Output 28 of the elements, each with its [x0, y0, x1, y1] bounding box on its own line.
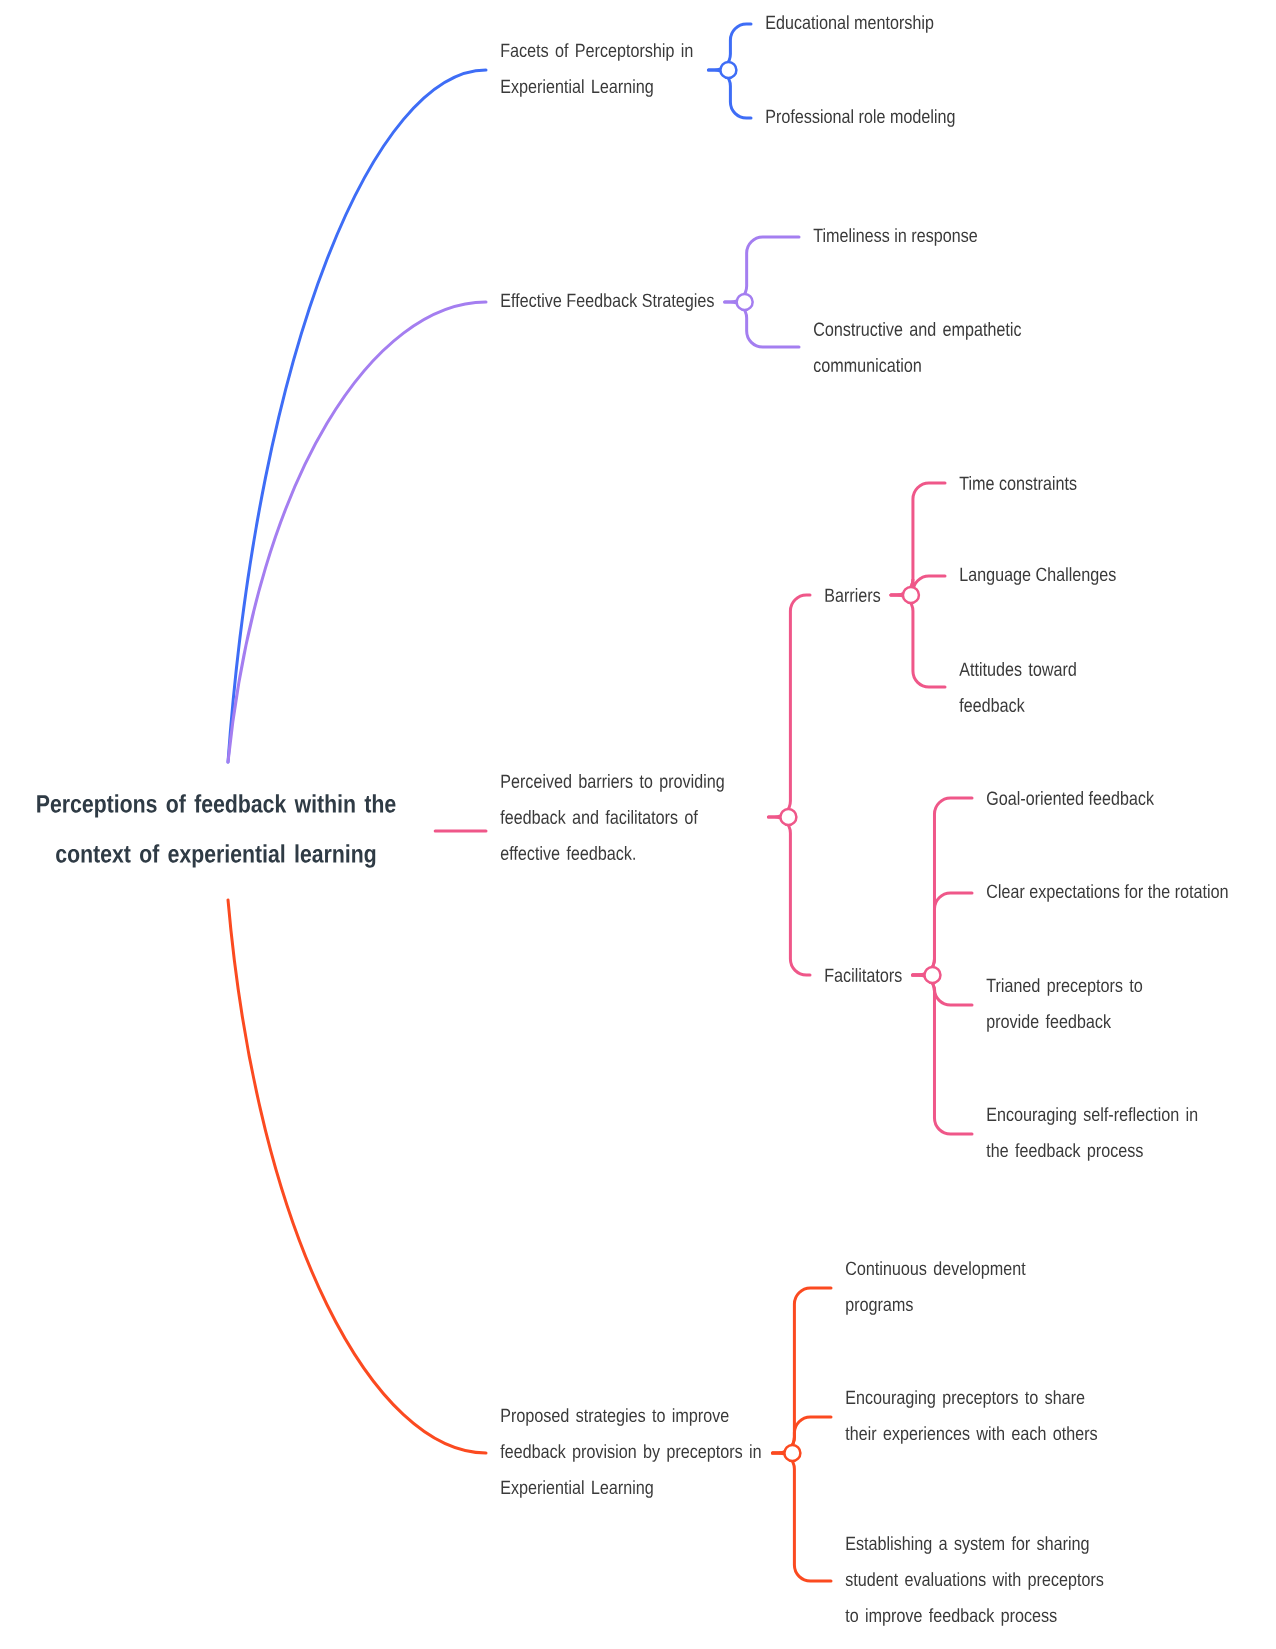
topic-text: Establishing a system for sharing student evaluations with preceptors to improve feedback process [845, 1536, 1104, 1626]
branch-line [226, 898, 488, 1455]
topic-text: Timeliness in response [813, 228, 977, 246]
topic-text: Encouraging self-reflection in the feedback process [986, 1107, 1198, 1161]
topic-text: Continuous development programs [846, 1261, 1026, 1315]
topic-text: Facilitators [825, 968, 902, 982]
branch-line [226, 300, 488, 764]
topic-text: Trianed preceptors to provide feedback [986, 978, 1143, 1032]
topic-text: Facets of Perceptorship in Experiential Learning [501, 43, 693, 97]
topic-text: Effective Feedback Strategies [501, 293, 714, 311]
branch-line [433, 829, 488, 833]
topic-text: Proposed strategies to improve feedback provision by preceptors in Experiential Learning [500, 1408, 761, 1498]
topic-text: Perceived barriers to providing feedback and facilitators of effective feedback. [500, 774, 724, 860]
branch-line [911, 973, 974, 1136]
branch-line [889, 593, 947, 689]
topic-text: Barriers [825, 588, 881, 602]
central-topic: Perceptions of feedback within the context of experiential learning [37, 794, 396, 868]
branch-line [723, 300, 801, 349]
topic-text: Educational mentorship [766, 15, 934, 33]
topic-text: Language Challenges [960, 567, 1116, 585]
topic-text: Professional role modeling [766, 109, 955, 127]
topic-text: Goal-oriented feedback [987, 791, 1155, 805]
topic-text: Encouraging preceptors to share their experiences with each others [845, 1390, 1098, 1444]
topic-text: Clear expectations for the rotation [987, 884, 1228, 902]
branch-line [770, 1451, 833, 1583]
topic-text: Constructive and empathetic communication [813, 322, 1022, 372]
topic-text: Time constraints [959, 476, 1077, 490]
topic-text: Attitudes toward feedback [959, 662, 1076, 712]
